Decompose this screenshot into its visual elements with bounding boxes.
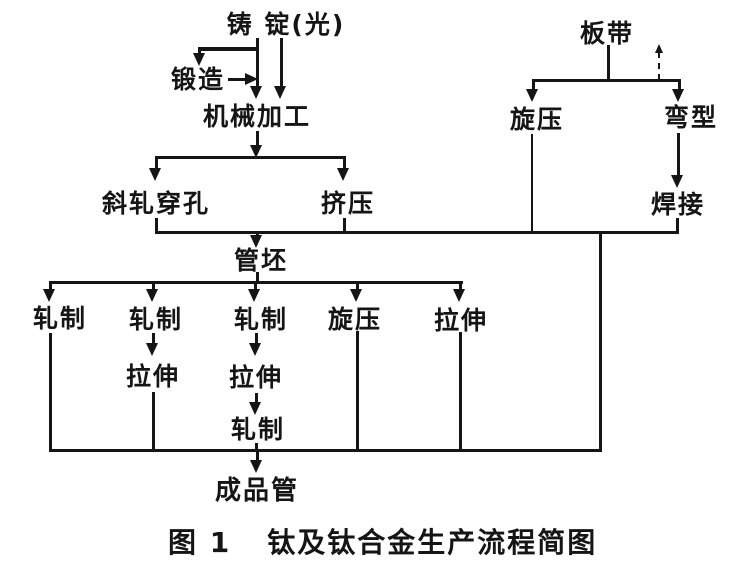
edge-tube-billet-down-line	[256, 272, 259, 283]
edge-welding-down-line	[676, 218, 679, 233]
dashed-up-line	[658, 52, 660, 80]
edge-to-piercing-drop	[155, 156, 158, 168]
node-spinning-mid: 旋压	[327, 305, 382, 334]
arrowhead-down-icon	[146, 289, 158, 302]
figure-caption: 图 1 钛及钛合金生产流程简图	[168, 521, 597, 561]
arrowhead-down-icon	[43, 289, 55, 302]
arrowhead-down-icon	[672, 89, 684, 102]
figure-number: 图 1	[168, 526, 232, 559]
edge-to-finished-tube-drop	[256, 452, 259, 460]
edge-to-rolling-1-drop	[49, 281, 52, 289]
arrowhead-down-icon	[250, 86, 262, 99]
node-cross-roll-piercing: 斜轧穿孔	[101, 189, 210, 218]
edge-to-bending-drop	[678, 79, 681, 89]
node-drawing-right: 拉伸	[433, 306, 488, 335]
edge-machining-down-line	[256, 131, 259, 147]
arrowhead-down-icon	[250, 460, 262, 473]
edge-rolling-1-down-line	[49, 333, 52, 452]
edge-to-spinning-mid-drop	[356, 281, 359, 289]
edge-rolling-4-down-line	[255, 443, 258, 452]
node-tube-billet: 管坯	[233, 246, 288, 275]
arrowhead-down-icon	[146, 343, 158, 356]
node-finished-tube: 成品管	[214, 476, 299, 506]
node-rolling-2: 轧制	[128, 305, 183, 334]
edge-piercing-down-line	[155, 218, 158, 234]
edge-to-drawing-right-drop	[459, 281, 462, 289]
edge-to-extrusion-drop	[343, 156, 346, 168]
caption-spacer	[231, 521, 267, 561]
arrowhead-down-icon	[250, 235, 262, 248]
node-drawing-2: 拉伸	[228, 363, 283, 392]
arrowhead-down-icon	[250, 145, 262, 158]
node-forging: 锻造	[170, 65, 225, 94]
edge-to-rolling-2-drop	[152, 281, 155, 289]
figure-title: 钛及钛合金生产流程简图	[267, 526, 598, 559]
collector-line-lower	[49, 449, 602, 452]
node-rolling-1: 轧制	[32, 304, 87, 333]
edge-ingot-to-machining-line-2	[280, 38, 283, 86]
collector-line-upper	[155, 231, 679, 234]
node-spinning-top: 旋压	[509, 105, 564, 134]
edge-to-spinning-drop	[532, 79, 535, 89]
edge-spinning-down-line	[531, 134, 533, 234]
node-machining: 机械加工	[202, 102, 311, 131]
edge-extrusion-down-line	[343, 218, 346, 234]
arrowhead-down-icon	[248, 289, 260, 302]
edge-drawing-1-down-line	[152, 392, 155, 452]
edge-plate-strip-down-line	[607, 45, 610, 81]
edge-cast-ingot-to-machining-line	[256, 38, 259, 88]
arrowhead-down-icon	[249, 402, 261, 415]
arrowhead-down-icon	[149, 168, 161, 181]
node-welding: 焊接	[650, 190, 705, 219]
arrowhead-down-icon	[193, 53, 205, 66]
node-rolling-4: 轧制	[230, 415, 285, 444]
arrowhead-down-icon	[526, 89, 538, 102]
arrowhead-down-icon	[671, 175, 683, 188]
arrowhead-up-icon	[655, 44, 663, 53]
edge-spinning-mid-down-line	[356, 331, 359, 452]
node-bending: 弯型	[663, 103, 718, 132]
arrowhead-down-icon	[274, 86, 286, 99]
arrowhead-down-icon	[337, 168, 349, 181]
node-drawing-1: 拉伸	[125, 362, 180, 391]
bypass-right-vertical-line	[599, 231, 602, 452]
arrowhead-right-icon	[245, 73, 258, 85]
edge-forging-return-line	[228, 78, 246, 81]
edge-drawing-2-to-rolling-4-line	[255, 393, 258, 402]
edge-cast-ingot-to-forging-drop	[198, 47, 201, 55]
edge-machining-branch-line	[155, 156, 346, 159]
edge-bending-to-welding-line	[677, 133, 680, 175]
edge-to-rolling-3-drop	[254, 281, 257, 289]
node-extrusion: 挤压	[320, 189, 375, 218]
edge-cast-ingot-to-forging-line	[198, 47, 259, 51]
arrowhead-down-icon	[350, 289, 362, 302]
arrowhead-down-icon	[249, 343, 261, 356]
node-plate-strip: 板带	[579, 19, 634, 48]
edge-rolling-2-to-drawing-1-line	[152, 333, 155, 343]
edge-rolling-3-to-drawing-2-line	[255, 333, 258, 343]
edge-drawing-right-down-line	[459, 332, 462, 452]
arrowhead-down-icon	[453, 289, 465, 302]
node-cast-ingot: 铸 锭(光)	[226, 10, 346, 39]
node-rolling-3: 轧制	[233, 305, 288, 334]
edge-plate-strip-branch-line	[533, 79, 680, 82]
